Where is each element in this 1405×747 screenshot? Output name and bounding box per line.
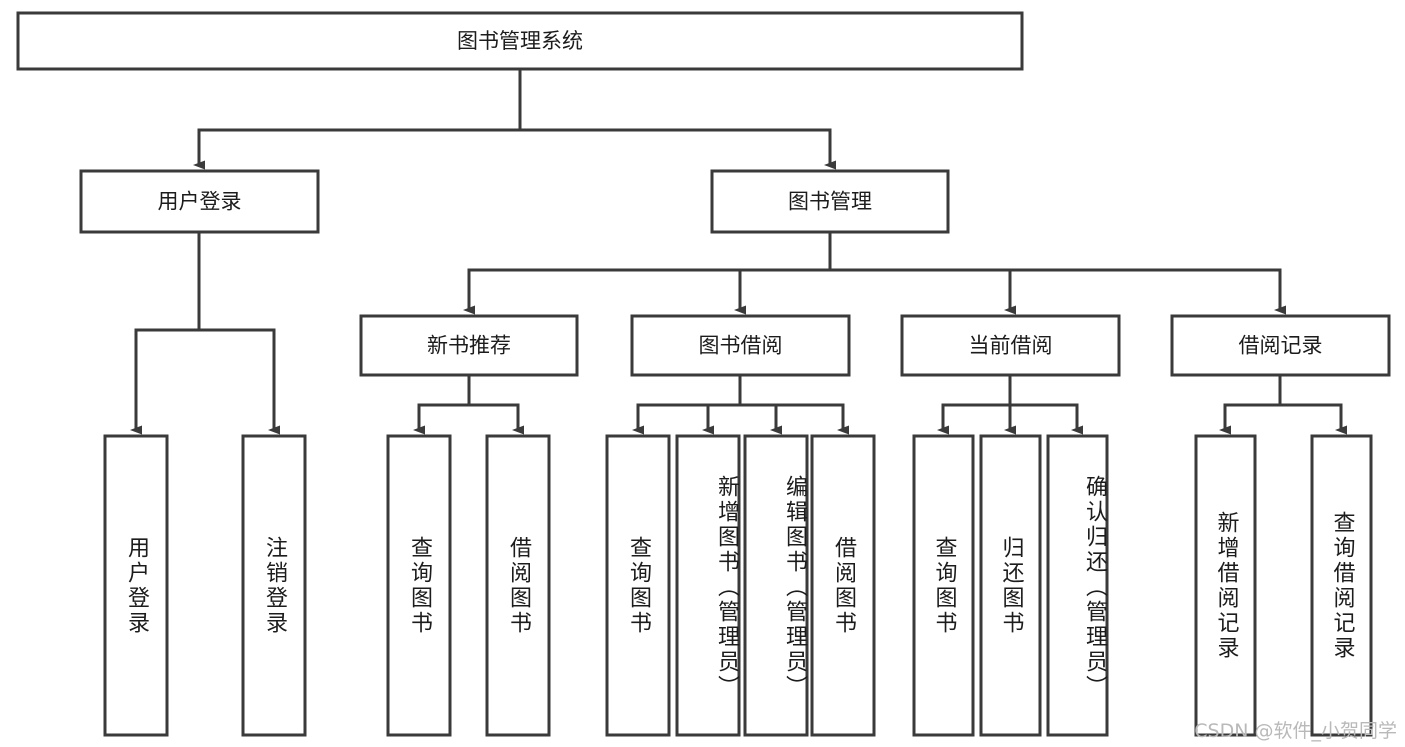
node-label-current-borrow: 当前借阅 xyxy=(969,334,1053,358)
node-box-layer xyxy=(16,11,1391,737)
node-box-leaf-user-login[interactable] xyxy=(103,434,169,737)
node-box-user-login[interactable] xyxy=(79,169,320,234)
node-box-leaf-query-book-current[interactable] xyxy=(912,434,975,737)
node-box-leaf-query-borrow-record[interactable] xyxy=(1310,434,1373,737)
node-box-leaf-query-book-borrow[interactable] xyxy=(605,434,671,737)
node-label-book-management: 图书管理 xyxy=(788,190,872,214)
node-box-leaf-return-book[interactable] xyxy=(979,434,1042,737)
node-box-leaf-logout[interactable] xyxy=(241,434,307,737)
node-box-book-management[interactable] xyxy=(710,169,950,234)
csdn-watermark: CSDN @软件_小贺同学 xyxy=(1194,720,1397,742)
node-label-new-book-recommend: 新书推荐 xyxy=(427,334,511,358)
node-box-root[interactable] xyxy=(16,11,1024,71)
node-label-book-borrow: 图书借阅 xyxy=(699,334,783,358)
connector-layer xyxy=(130,67,1347,435)
node-label-user-login: 用户登录 xyxy=(158,190,242,214)
node-box-leaf-add-book[interactable] xyxy=(675,434,741,737)
node-box-leaf-borrow-book-rec[interactable] xyxy=(485,434,551,737)
node-label-borrow-record: 借阅记录 xyxy=(1239,334,1323,358)
node-box-leaf-confirm-return[interactable] xyxy=(1046,434,1109,737)
node-box-borrow-record[interactable] xyxy=(1170,314,1391,377)
node-box-book-borrow[interactable] xyxy=(630,314,851,377)
node-box-leaf-query-book-rec[interactable] xyxy=(386,434,452,737)
node-box-current-borrow[interactable] xyxy=(900,314,1121,377)
node-box-leaf-borrow-book[interactable] xyxy=(810,434,876,737)
node-label-root: 图书管理系统 xyxy=(457,29,583,53)
node-box-leaf-edit-book[interactable] xyxy=(743,434,809,737)
node-box-new-book-recommend[interactable] xyxy=(359,314,579,377)
node-box-leaf-add-borrow-record[interactable] xyxy=(1194,434,1257,737)
